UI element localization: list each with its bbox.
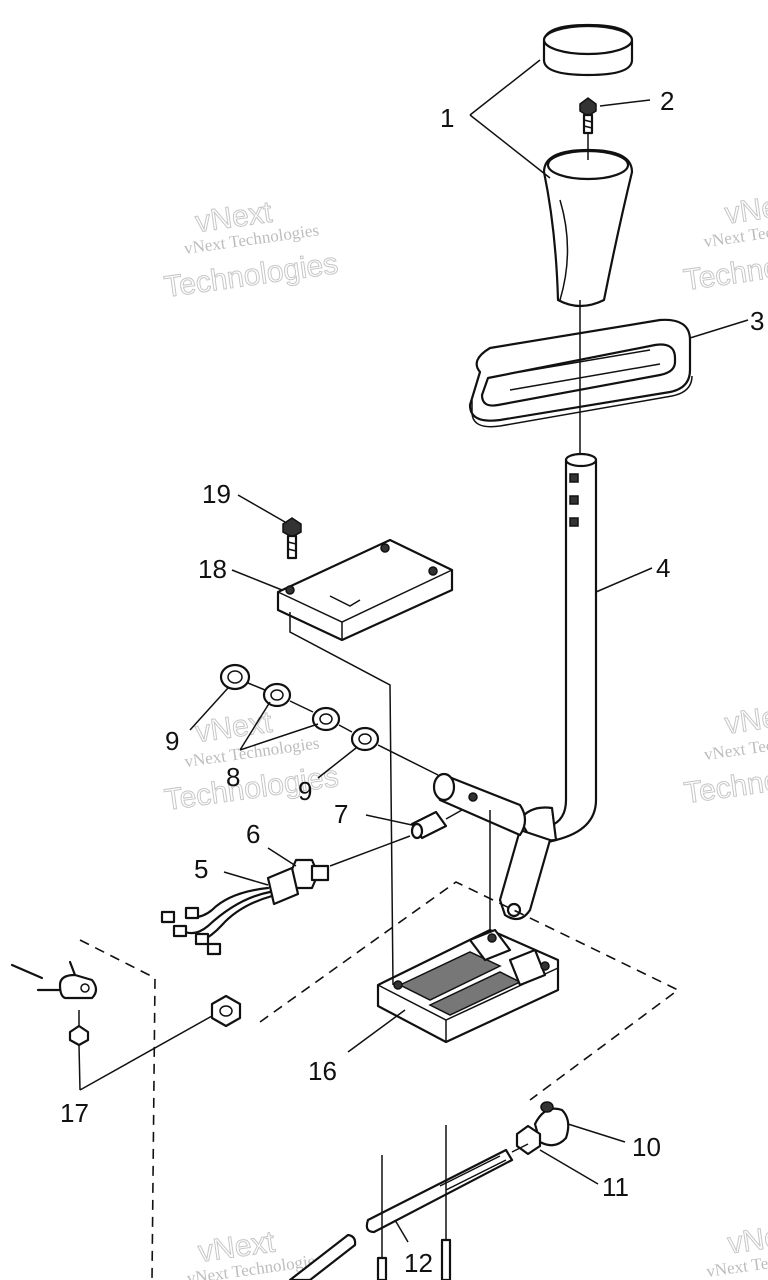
leader-16 (347, 1009, 406, 1053)
part-4-shift-lever (432, 452, 598, 921)
watermark-technologies: Technologies (682, 240, 768, 297)
leader-5 (223, 871, 269, 886)
washer-axis-line (247, 682, 439, 776)
watermark-top-right: vNext vNext Technologies Technologies (681, 187, 768, 298)
assembly-line-18-16 (289, 612, 394, 986)
cable-threaded-end-a (376, 1256, 388, 1280)
part-17-nut-b (210, 994, 242, 1028)
leader-19 (237, 494, 286, 523)
part-16-base (376, 928, 560, 1044)
cable-threaded-end-b (440, 1238, 452, 1280)
leader-10 (567, 1123, 626, 1143)
part-9-washer-right (350, 726, 380, 752)
leader-1 (469, 59, 551, 179)
callout-6: 6 (246, 819, 260, 849)
leader-11 (539, 1149, 599, 1185)
part-18-cover-plate (276, 538, 454, 642)
part-12-cable-rod-lower (288, 1233, 357, 1280)
callout-18: 18 (198, 554, 227, 584)
callout-10: 10 (632, 1132, 661, 1162)
dashed-loop-base (259, 881, 680, 1101)
callout-19: 19 (202, 479, 231, 509)
callout-12: 12 (404, 1248, 433, 1278)
callout-3: 3 (750, 306, 764, 336)
callout-11: 11 (602, 1172, 629, 1202)
part-9-washer-left (219, 663, 251, 691)
part-1-knob-cap (542, 23, 634, 77)
leader-4 (595, 567, 653, 593)
part-17-nut (68, 1010, 90, 1047)
leader-7 (365, 814, 413, 826)
leader-12 (394, 1219, 409, 1243)
callout-2: 2 (660, 86, 674, 116)
part-19-bolt (282, 517, 302, 560)
part-8-washer-b (311, 706, 341, 732)
callout-5: 5 (194, 854, 208, 884)
part-6-switch-nut (288, 858, 330, 890)
leader-9-right (317, 747, 357, 779)
watermark-mid-right: vNext vNext Technologies Technologies (682, 697, 768, 811)
callout-4: 4 (656, 553, 670, 583)
callout-17: 17 (60, 1098, 89, 1128)
part-8-washer-a (262, 682, 292, 708)
callout-16: 16 (308, 1056, 337, 1086)
switch-axis-line (329, 835, 411, 867)
watermark-technologies: Technologies (682, 753, 768, 810)
leader-18 (231, 569, 283, 591)
leader-17 (78, 1015, 213, 1091)
callout-8: 8 (226, 762, 240, 792)
callout-7: 7 (334, 799, 348, 829)
part-7-pin (410, 809, 463, 840)
part-2-screw (579, 97, 597, 135)
watermark-top-left: vNext vNext Technologies Technologies (162, 195, 341, 304)
leader-8 (239, 701, 319, 751)
watermark-bottom-right: vNext vNext Technologies (705, 1217, 768, 1280)
part-3-boot-bezel (468, 318, 693, 428)
leader-2 (599, 99, 651, 107)
part-5-wire-harness (160, 866, 300, 956)
watermark-vnext: vNext (723, 697, 768, 740)
callout-1: 1 (440, 103, 454, 133)
callout-9-right: 9 (298, 776, 312, 806)
leader-3 (689, 319, 749, 339)
part-1-knob-body (542, 148, 634, 308)
leader-9-left (189, 687, 229, 731)
callout-9-left: 9 (165, 726, 179, 756)
part-12-cable-rod (365, 1143, 529, 1234)
bracket-lever (10, 960, 98, 1000)
leader-6 (267, 847, 297, 867)
